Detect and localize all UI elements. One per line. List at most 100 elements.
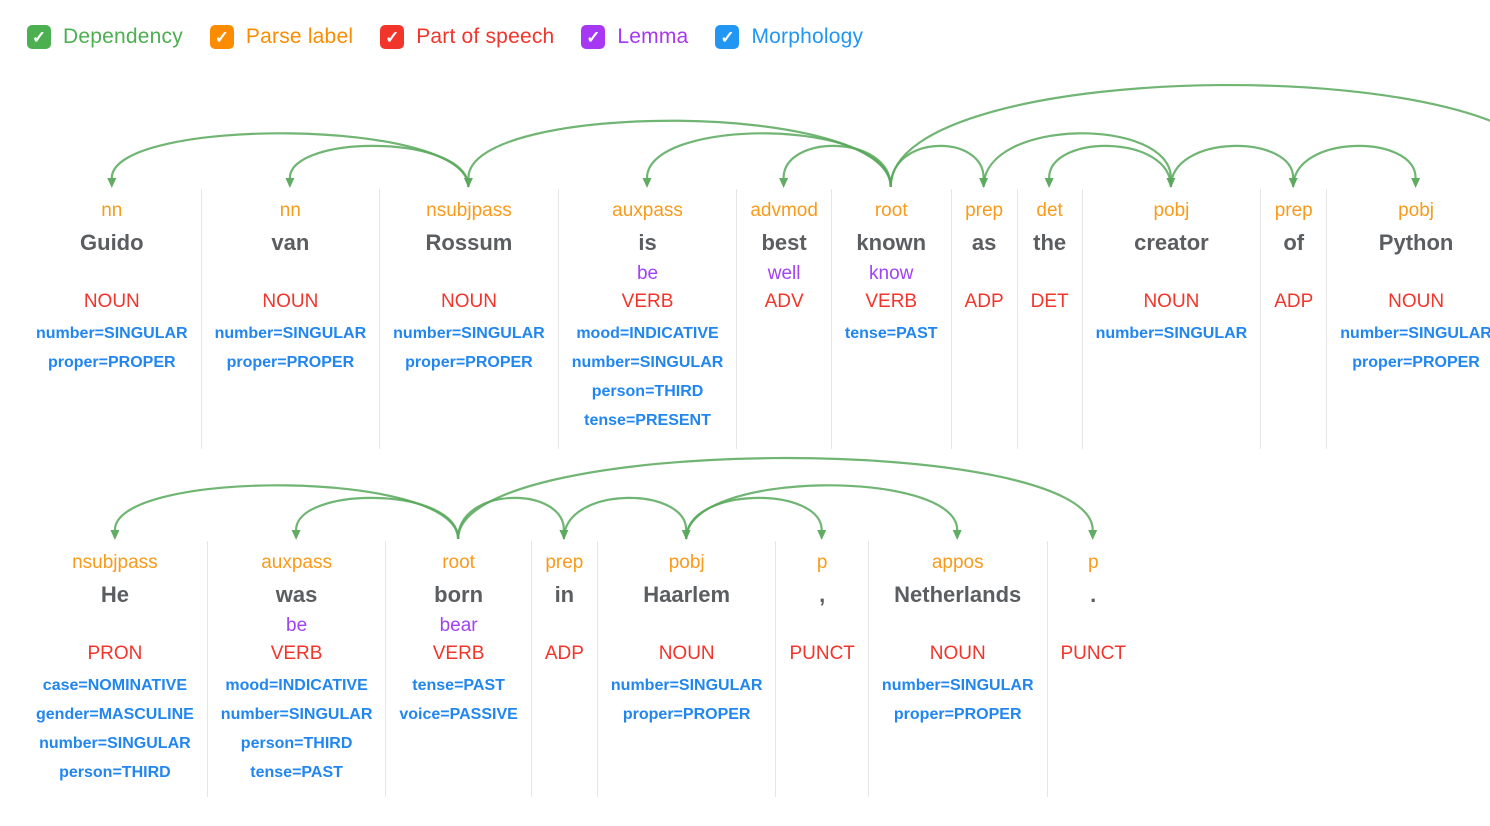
pos-tag: NOUN: [1388, 291, 1445, 312]
morph-feature: mood=INDICATIVE: [225, 677, 368, 694]
token-word: Rossum: [425, 230, 513, 255]
token-word: Netherlands: [894, 582, 1022, 607]
token-word: Guido: [80, 230, 144, 255]
checkbox-checked-icon[interactable]: ✓: [581, 25, 606, 49]
morph-feature: proper=PROPER: [622, 706, 751, 723]
morph-feature: proper=PROPER: [226, 354, 355, 371]
token-word: known: [856, 230, 927, 255]
token-lemma: [545, 613, 584, 639]
parse-label: advmod: [750, 200, 818, 221]
toggle-lemma[interactable]: ✓ Lemma: [581, 25, 688, 49]
morph-features: number=SINGULAR: [1096, 319, 1248, 348]
token-word: was: [275, 582, 318, 607]
toggle-morphology[interactable]: ✓ Morphology: [715, 25, 863, 49]
morph-feature: person=THIRD: [59, 764, 171, 781]
toggle-label: Lemma: [617, 25, 689, 48]
morph-feature: tense=PAST: [250, 764, 343, 781]
token-word: is: [638, 230, 657, 255]
token-word: born: [434, 582, 484, 607]
token-column: root known know VERB tense=PAST: [830, 189, 951, 449]
checkbox-checked-icon[interactable]: ✓: [380, 25, 405, 49]
token-word: ,: [819, 582, 826, 607]
pos-tag: NOUN: [658, 643, 715, 664]
morph-feature: proper=PROPER: [893, 706, 1022, 723]
parse-label: prep: [1274, 200, 1313, 221]
morph-feature: number=SINGULAR: [610, 677, 763, 694]
toggle-parse-label[interactable]: ✓ Parse label: [209, 25, 354, 49]
morph-features: number=SINGULAR proper=PROPER: [36, 319, 188, 377]
morph-feature: gender=MASCULINE: [36, 706, 194, 723]
token-lemma: [882, 613, 1034, 639]
token-column: nn Guido NOUN number=SINGULAR proper=PROP…: [23, 189, 201, 449]
token-word: in: [554, 582, 575, 607]
morph-feature: number=SINGULAR: [39, 735, 191, 752]
token-column: pobj creator NOUN number=SINGULAR: [1081, 189, 1261, 449]
morph-feature: number=SINGULAR: [220, 706, 373, 723]
pos-tag: NOUN: [83, 291, 140, 312]
parse-label: root: [874, 200, 908, 221]
morph-feature: proper=PROPER: [47, 354, 176, 371]
morph-feature: number=SINGULAR: [881, 677, 1034, 694]
token-word: He: [100, 582, 129, 607]
token-word: best: [761, 230, 807, 255]
token-lemma: well: [767, 263, 801, 284]
token-lemma: [36, 261, 188, 287]
parse-label: nn: [101, 200, 123, 221]
morph-feature: person=THIRD: [591, 383, 704, 400]
token-lemma: [1061, 613, 1126, 639]
parse-label: nn: [279, 200, 301, 221]
morph-feature: number=SINGULAR: [1095, 325, 1248, 342]
toggle-label: Part of speech: [416, 25, 555, 48]
token-lemma: [36, 613, 194, 639]
morph-feature: number=SINGULAR: [393, 325, 545, 342]
morph-features: number=SINGULAR proper=PROPER: [611, 671, 763, 729]
toggle-part-of-speech[interactable]: ✓ Part of speech: [380, 25, 554, 49]
parse-label: root: [442, 552, 475, 573]
parse-label: prep: [545, 552, 584, 573]
checkbox-checked-icon[interactable]: ✓: [715, 25, 740, 49]
token-word: .: [1090, 582, 1097, 607]
morph-feature: proper=PROPER: [1352, 354, 1480, 371]
pos-tag: ADP: [544, 643, 584, 664]
pos-tag: PUNCT: [1060, 643, 1126, 664]
parse-label: auxpass: [261, 552, 332, 573]
checkbox-checked-icon[interactable]: ✓: [209, 25, 234, 49]
morph-feature: number=SINGULAR: [1340, 325, 1490, 342]
token-word: the: [1033, 230, 1067, 255]
morph-features: number=SINGULAR proper=PROPER: [1340, 319, 1490, 377]
token-lemma: [1096, 261, 1248, 287]
display-toggles: ✓ Dependency ✓ Parse label ✓ Part of spe…: [0, 0, 1490, 49]
pos-tag: ADP: [1274, 291, 1314, 312]
toggle-label: Morphology: [751, 25, 864, 48]
morph-feature: tense=PRESENT: [584, 412, 711, 429]
morph-features: tense=PAST: [845, 319, 938, 348]
token-column: p , PUNCT: [775, 541, 867, 797]
token-lemma: [965, 261, 1004, 287]
morph-feature: number=SINGULAR: [36, 325, 188, 342]
pos-tag: VERB: [621, 291, 674, 312]
parse-label: pobj: [1153, 200, 1190, 221]
token-lemma: [1274, 261, 1313, 287]
morph-feature: tense=PAST: [412, 677, 505, 694]
morph-features: number=SINGULAR proper=PROPER: [882, 671, 1034, 729]
parse-label: nsubjpass: [426, 200, 512, 221]
checkbox-checked-icon[interactable]: ✓: [27, 25, 51, 49]
parse-label: pobj: [668, 552, 705, 573]
token-lemma: [1031, 261, 1069, 287]
token-lemma: be: [636, 263, 659, 284]
token-word: Python: [1378, 230, 1454, 255]
toggle-dependency[interactable]: ✓ Dependency: [27, 25, 183, 49]
token-word: as: [971, 230, 997, 255]
token-lemma: [215, 261, 367, 287]
toggle-label: Parse label: [245, 25, 354, 48]
token-word: van: [271, 230, 310, 255]
token-lemma: [393, 261, 545, 287]
morph-feature: person=THIRD: [240, 735, 353, 752]
